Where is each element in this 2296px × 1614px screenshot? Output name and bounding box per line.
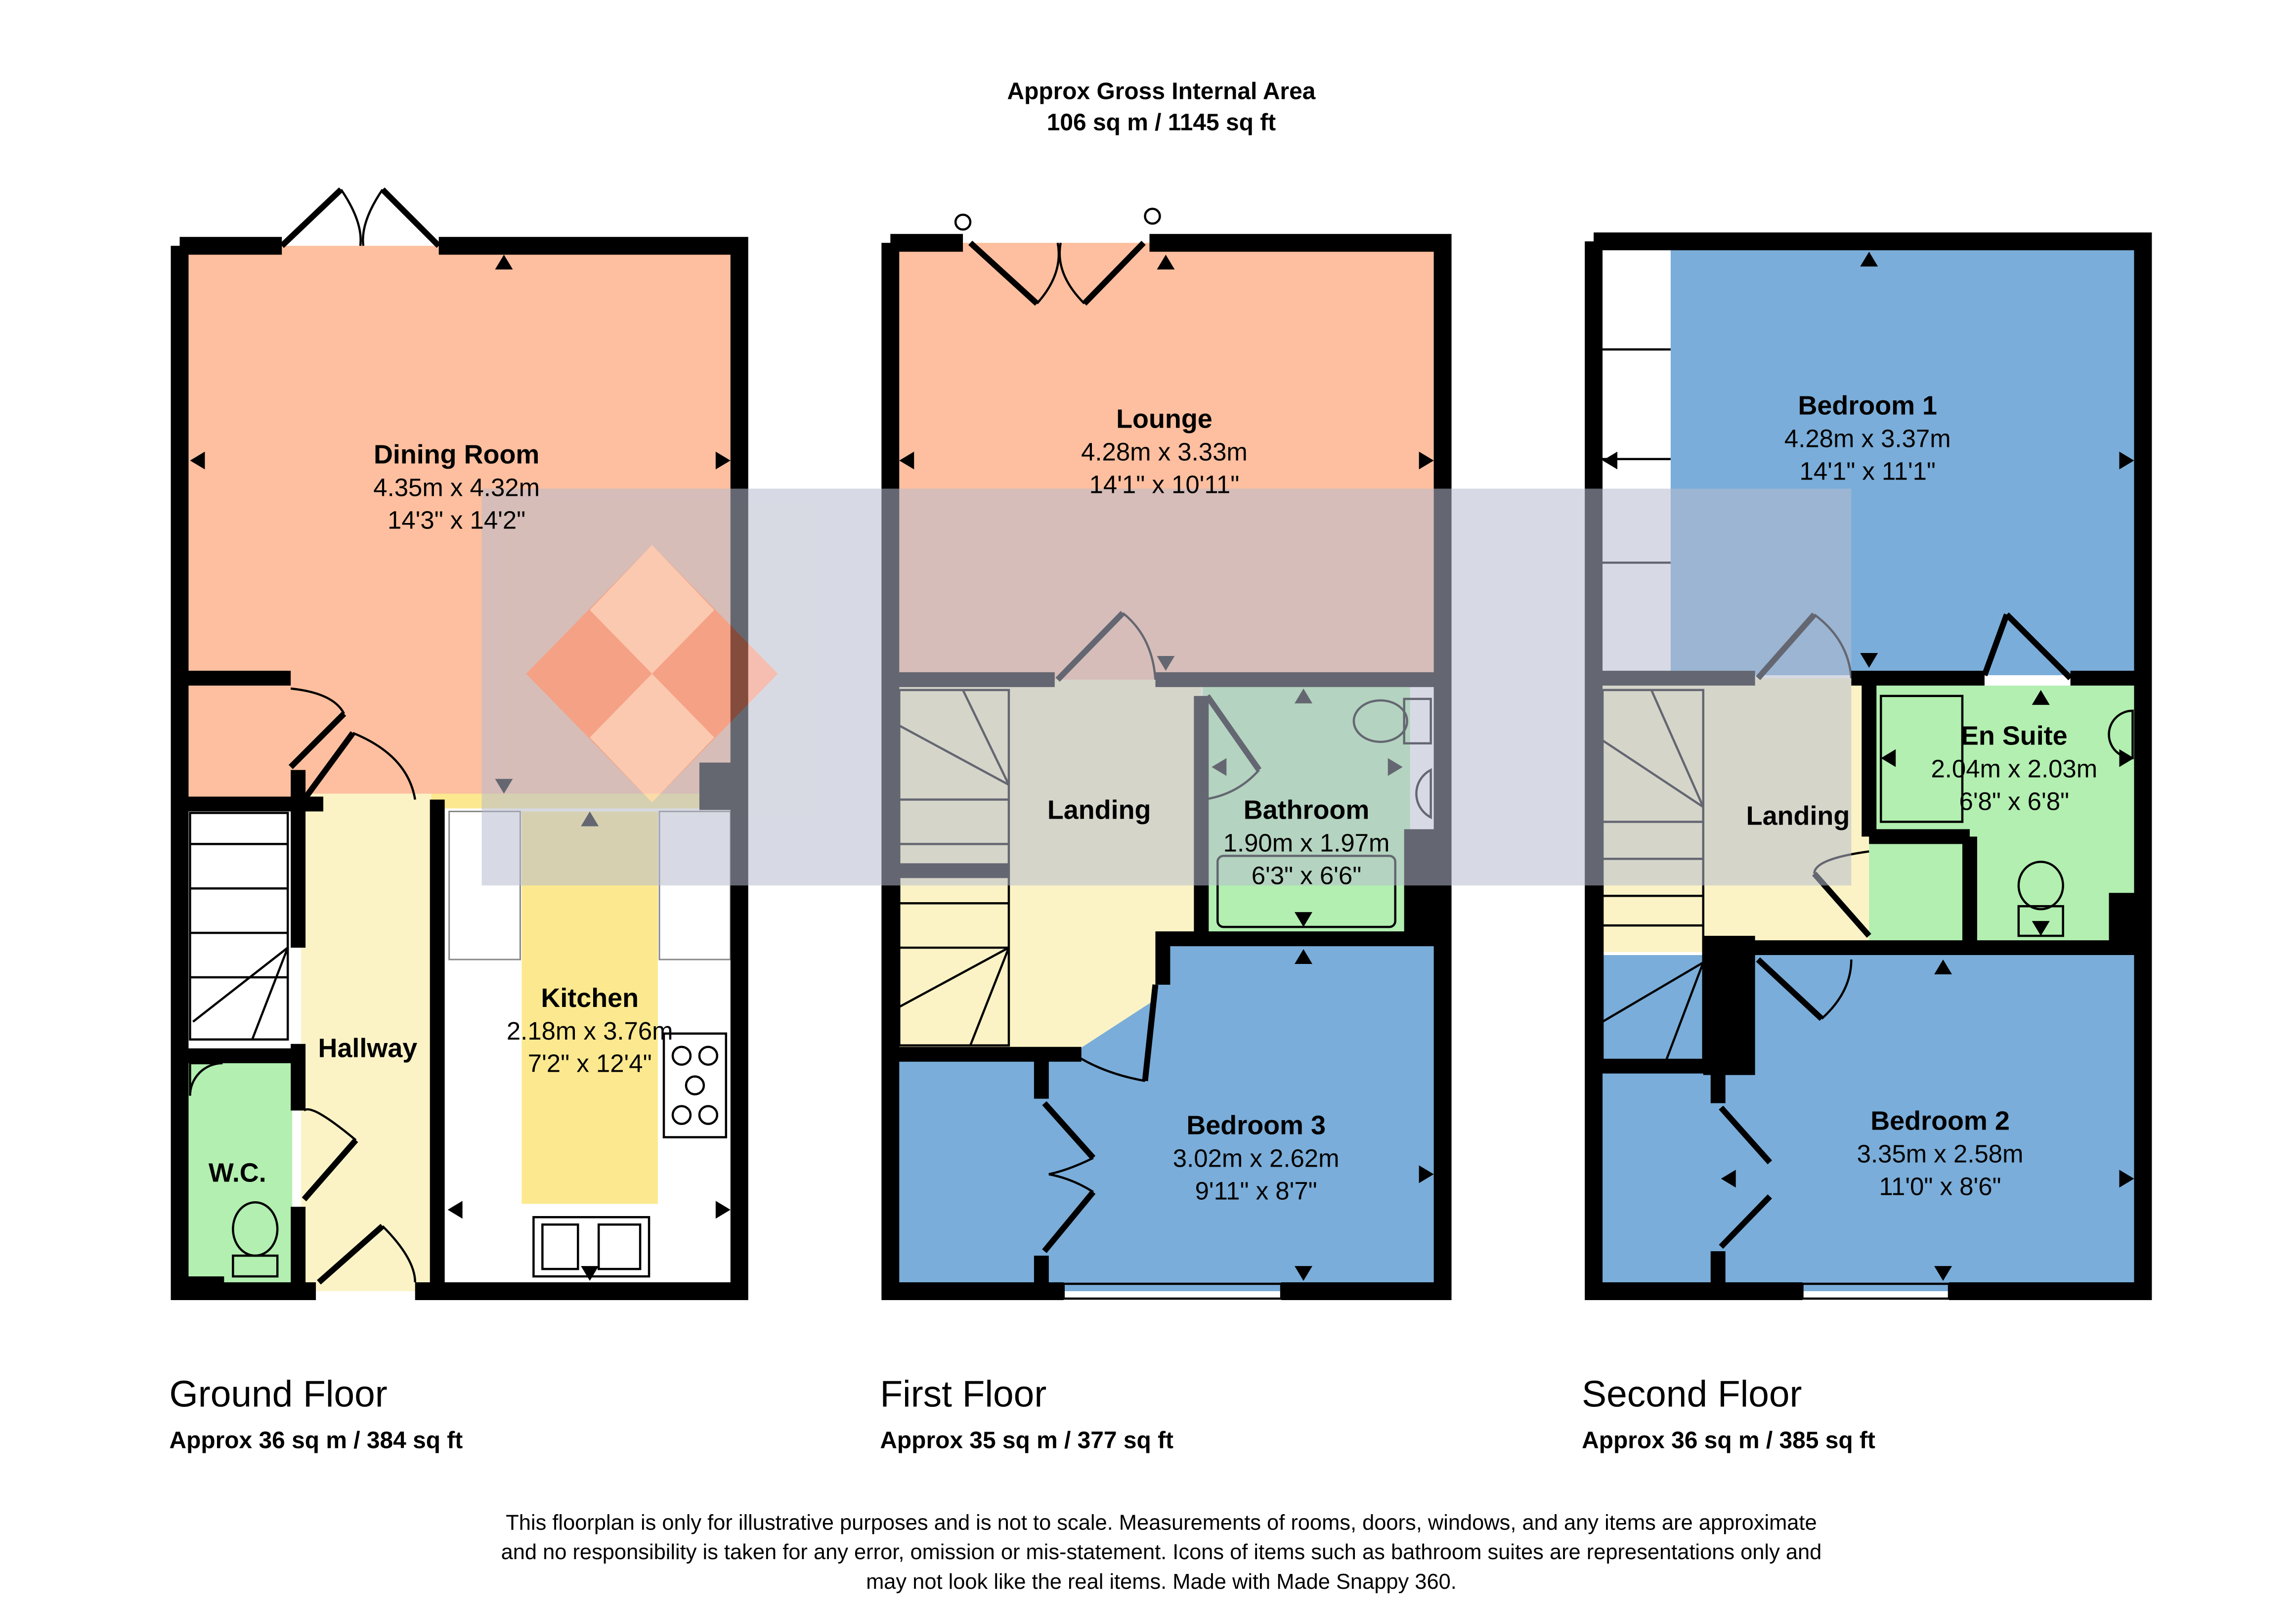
room-metric: 2.04m x 2.03m [1931, 755, 2097, 783]
room-name: Landing [1047, 795, 1151, 825]
window-icon [1280, 234, 1335, 252]
floor-title: Second Floor [1582, 1373, 1802, 1415]
room-metric: 3.35m x 2.58m [1857, 1139, 2024, 1168]
room-name: Landing [1746, 801, 1850, 830]
room-imperial: 14'1" x 10'11" [1089, 470, 1240, 498]
room-metric: 1.90m x 1.97m [1223, 829, 1390, 857]
window-icon [1995, 233, 2069, 250]
staircase-icon [189, 812, 289, 1041]
window-icon [503, 1282, 653, 1300]
room-name: Bathroom [1244, 795, 1370, 825]
room-name: Lounge [1116, 404, 1213, 434]
wall-pier [1703, 936, 1755, 1075]
room-name: Hallway [318, 1034, 418, 1063]
floor-title: Ground Floor [170, 1373, 388, 1415]
hallway-area [301, 793, 432, 1291]
room-name: Dining Room [374, 440, 539, 470]
window-icon [1694, 233, 1838, 250]
bedroom-3-area [890, 945, 1443, 1291]
room-metric: 2.18m x 3.76m [507, 1017, 673, 1045]
disclaimer-line: and no responsibility is taken for any e… [501, 1540, 1822, 1564]
gross-area-value: 106 sq m / 1145 sq ft [1047, 110, 1276, 136]
floor-area: Approx 36 sq m / 385 sq ft [1582, 1428, 1875, 1454]
room-imperial: 6'8" x 6'8" [1959, 787, 2070, 815]
room-metric: 4.35m x 4.32m [373, 473, 540, 501]
patio-doors-icon [954, 208, 1161, 306]
basin-icon [189, 1062, 223, 1096]
watermark-logo [481, 488, 1852, 886]
room-metric: 3.02m x 2.62m [1173, 1144, 1340, 1172]
window-icon [1801, 1282, 1950, 1300]
disclaimer-line: may not look like the real items. Made w… [866, 1570, 1457, 1594]
room-name: Kitchen [541, 983, 639, 1013]
room-imperial: 6'3" x 6'6" [1252, 861, 1362, 889]
room-imperial: 9'11" x 8'7" [1195, 1177, 1317, 1205]
window-icon [1062, 1282, 1283, 1300]
patio-doors-icon [280, 187, 441, 248]
room-metric: 4.28m x 3.33m [1081, 438, 1248, 466]
room-name: Bedroom 2 [1870, 1106, 2010, 1136]
room-name: En Suite [1961, 721, 2068, 751]
wall-pier [2109, 893, 2143, 953]
door-icon [288, 687, 417, 1285]
window-icon [580, 237, 624, 255]
room-name: Bedroom 1 [1798, 391, 1937, 421]
room-labels: Dining Room 4.35m x 4.32m 14'3" x 14'2" … [209, 391, 2097, 1205]
window-icon [217, 1282, 271, 1300]
bedroom-2-area [1594, 955, 2143, 1291]
toilet-icon [232, 1201, 279, 1278]
room-imperial: 7'2" x 12'4" [528, 1049, 652, 1078]
floor-area: Approx 36 sq m / 384 sq ft [170, 1428, 463, 1454]
wall-pier [179, 1276, 224, 1297]
room-name: W.C. [209, 1158, 266, 1187]
room-imperial: 14'1" x 11'1" [1800, 457, 1936, 485]
floor-area: Approx 35 sq m / 377 sq ft [880, 1428, 1173, 1454]
room-imperial: 11'0" x 8'6" [1879, 1172, 2001, 1200]
room-imperial: 14'3" x 14'2" [388, 506, 525, 534]
room-name: Bedroom 3 [1186, 1110, 1326, 1140]
hob-icon [662, 1032, 728, 1138]
disclaimer-line: This floorplan is only for illustrative … [506, 1511, 1817, 1534]
shower-icon [1879, 695, 1964, 823]
floor-title: First Floor [880, 1373, 1046, 1415]
gross-area-title: Approx Gross Internal Area [1007, 79, 1316, 105]
en-suite-area [1869, 685, 2143, 941]
room-metric: 4.28m x 3.37m [1784, 425, 1951, 453]
